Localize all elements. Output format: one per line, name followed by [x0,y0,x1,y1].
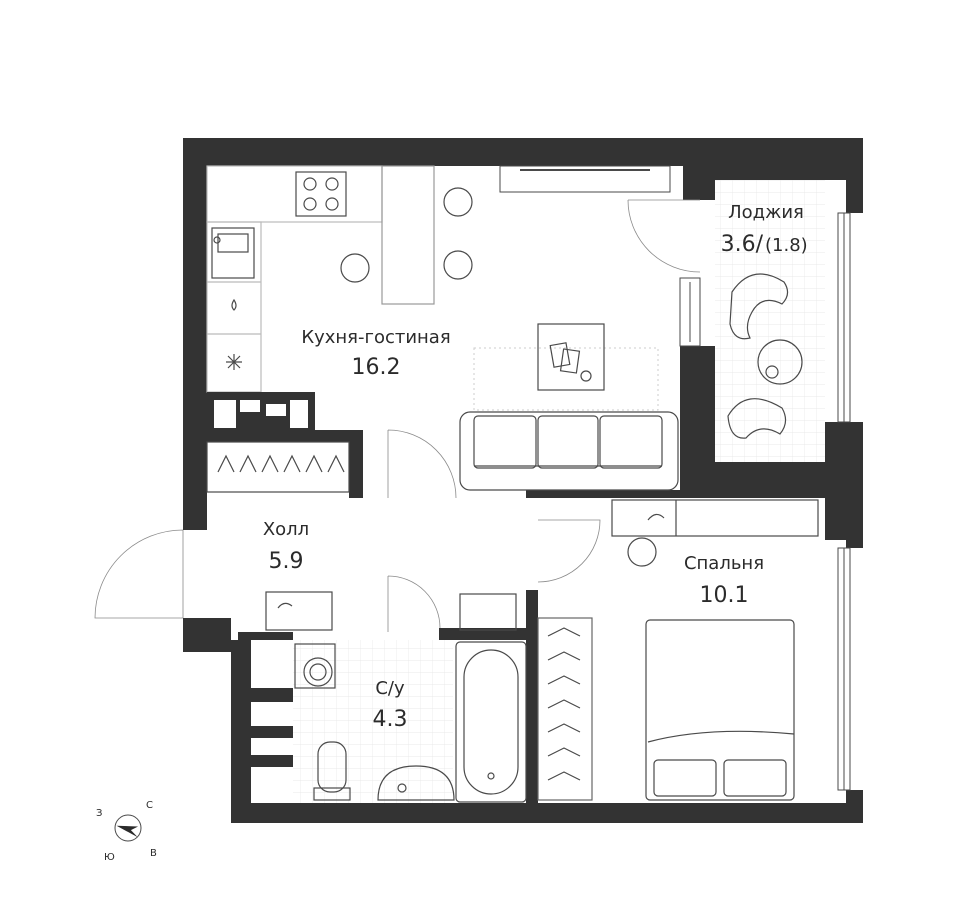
bedroom-name: Спальня [684,553,764,574]
loggia-furniture [727,273,803,439]
bathroom-floor [293,640,453,803]
bath-shelf-icon [459,593,517,631]
loggia-name: Лоджия [728,202,804,223]
walls [183,138,863,823]
loggia-area: 3.6/ [721,232,764,257]
stove-icon [295,171,347,217]
windows [499,165,851,791]
bathroom-fixtures [294,641,527,803]
fridge-icon [226,354,242,370]
bedroom-wardrobe [537,617,593,801]
kitchen-living-area: 16.2 [352,355,401,380]
coffee-table-icon [537,323,605,391]
chairs [340,187,473,283]
bedroom-desk [611,499,819,567]
sofa-icon [459,411,679,491]
loggia-area-reduced: (1.8) [765,235,808,256]
hall-area: 5.9 [269,549,304,574]
compass-north: С [146,800,153,811]
compass-south: Ю [104,852,115,863]
hall-shelf-icon [265,591,333,631]
bathroom-area: 4.3 [373,707,408,732]
compass-east: В [150,848,157,859]
bar-counter [381,165,435,305]
kitchen-living-name: Кухня-гостиная [301,327,450,348]
compass: С З Ю В [96,800,157,863]
rug [473,347,659,411]
bathroom-name: С/у [375,678,405,699]
doors [94,199,701,632]
compass-west: З [96,808,102,819]
dishwasher-icon [231,298,237,311]
hall-wardrobe [206,392,363,493]
hall-name: Холл [263,519,309,540]
loggia-floor [715,180,825,462]
hangers-icon [217,454,345,473]
bed-icon [645,619,795,801]
sink-icon [211,227,255,279]
bedroom-area: 10.1 [700,583,749,608]
compass-arrow-icon [116,825,139,838]
